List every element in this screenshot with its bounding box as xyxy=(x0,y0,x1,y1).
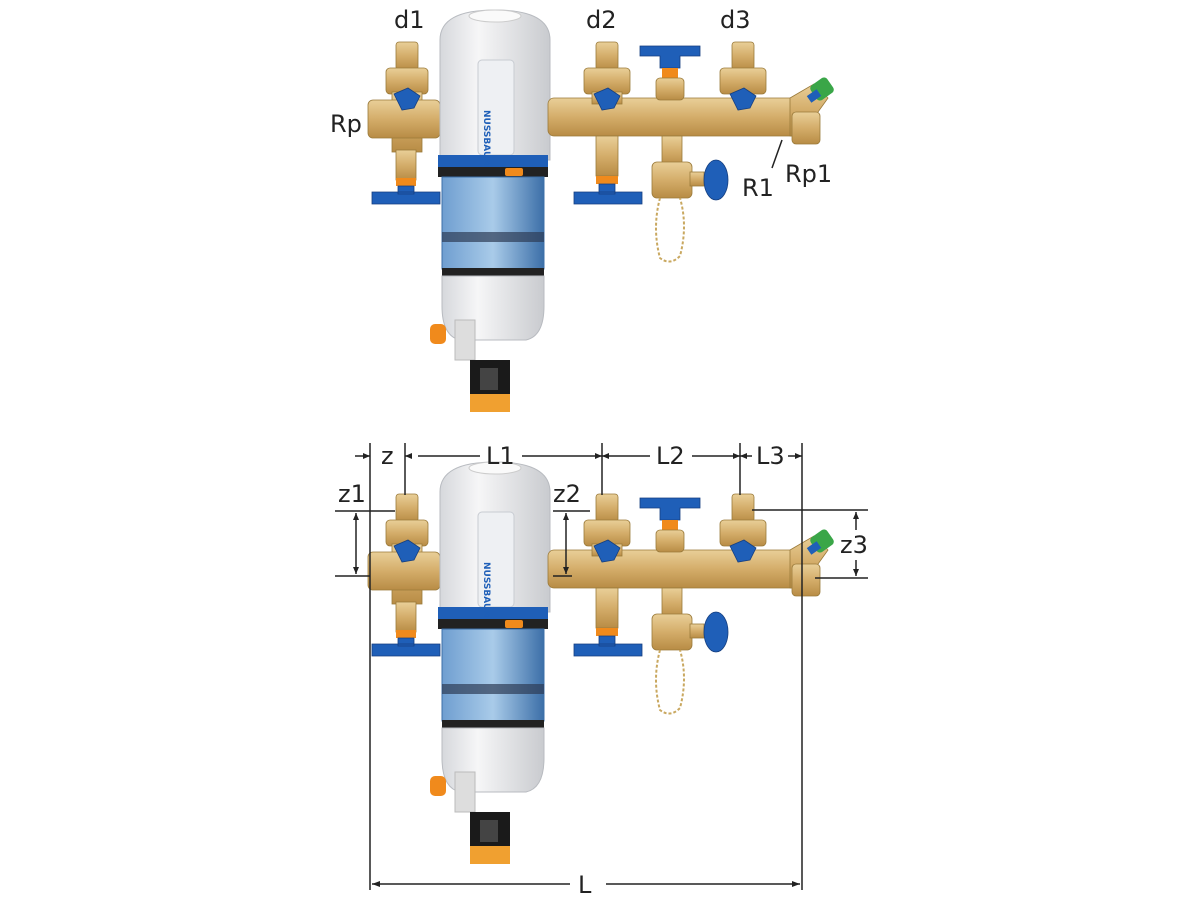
dimension-lines xyxy=(335,443,868,890)
dim-label-z1: z1 xyxy=(338,480,366,508)
label-d2: d2 xyxy=(586,6,617,34)
assembly-bottom-view xyxy=(367,461,837,865)
label-rp: Rp xyxy=(330,110,362,138)
dim-label-z: z xyxy=(381,442,394,470)
dim-label-l3: L3 xyxy=(756,442,785,470)
dim-label-l2: L2 xyxy=(656,442,685,470)
leader-line-r1 xyxy=(771,139,783,169)
label-d3: d3 xyxy=(720,6,751,34)
label-rp1: Rp1 xyxy=(785,160,832,188)
dim-label-z3: z3 xyxy=(840,531,868,559)
dim-label-l: L xyxy=(578,871,592,899)
brand-logo-top: NUSSBAUM xyxy=(481,110,491,167)
dim-label-z2: z2 xyxy=(553,480,581,508)
label-r1: R1 xyxy=(742,174,774,202)
brand-logo-bottom: NUSSBAUM xyxy=(481,562,491,619)
assembly-top-view xyxy=(367,9,837,413)
dim-label-l1: L1 xyxy=(486,442,515,470)
label-d1: d1 xyxy=(394,6,425,34)
